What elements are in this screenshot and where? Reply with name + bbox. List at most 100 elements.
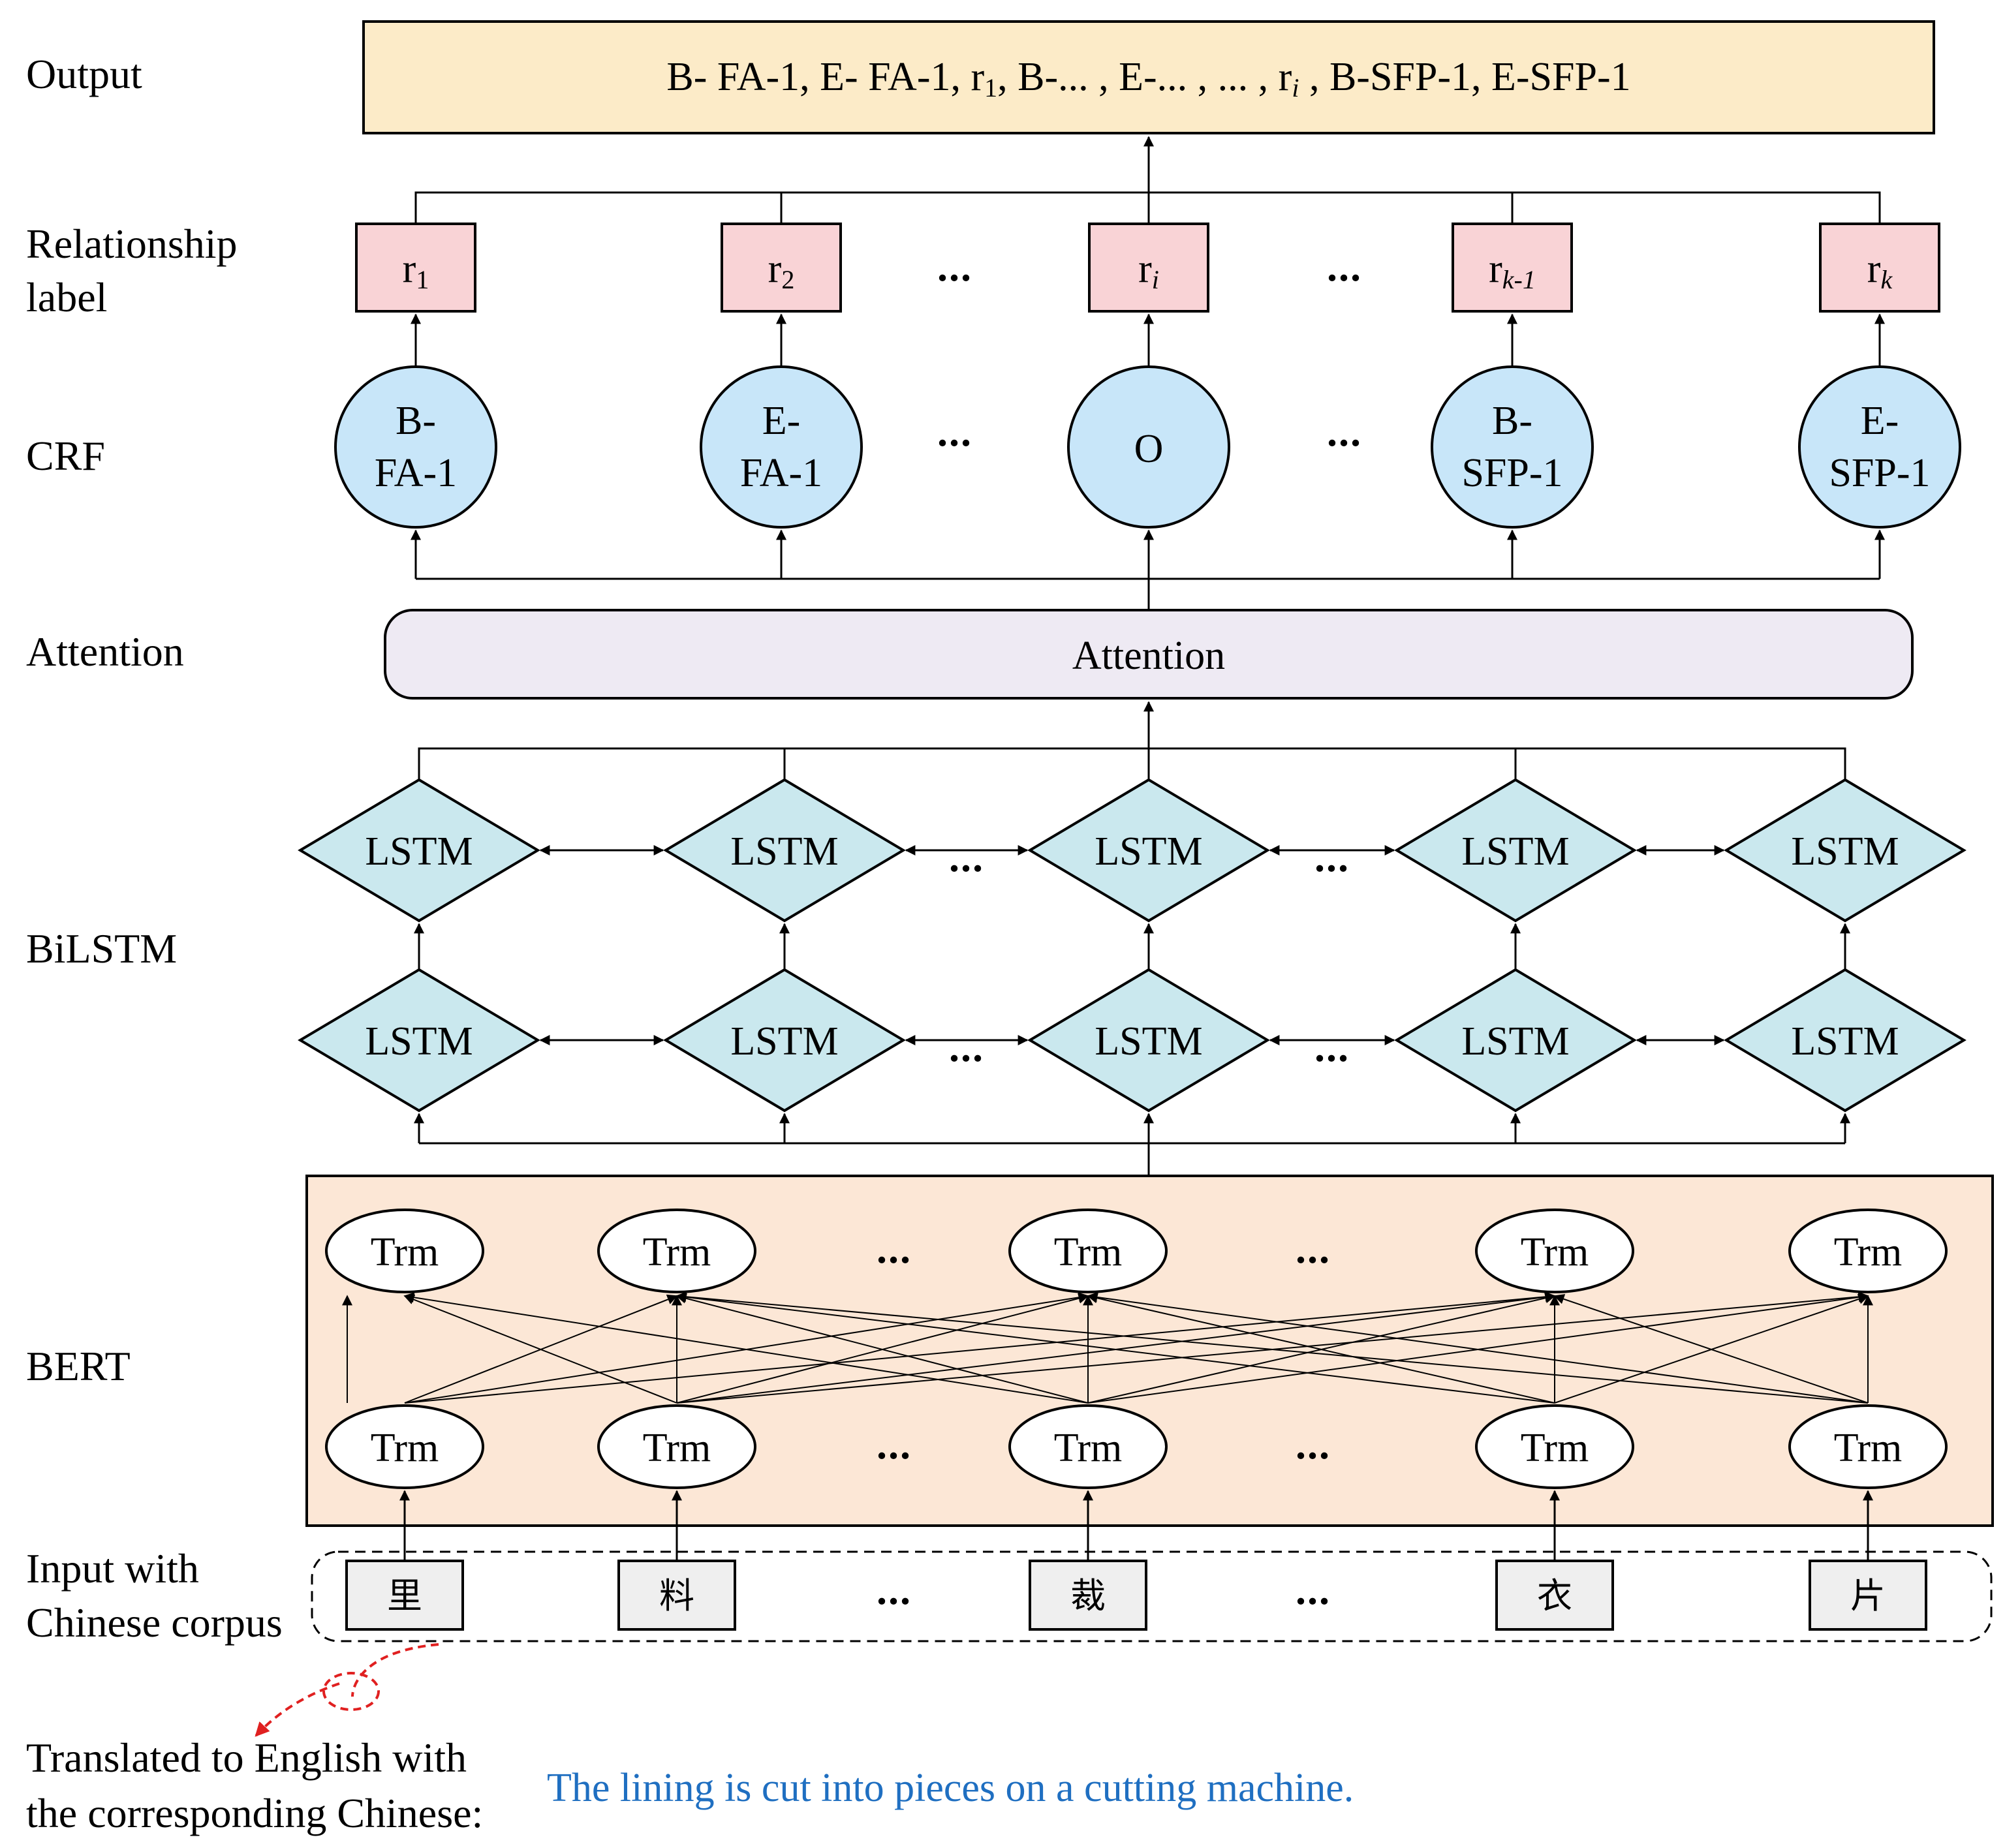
attention-label: Attention <box>1072 634 1225 678</box>
svg-text:料: 料 <box>659 1575 694 1616</box>
input-to-bert-arrows <box>399 1490 1873 1561</box>
svg-text:ri: ri <box>1138 247 1159 294</box>
output-sequence: B- FA-1, E- FA-1, r1, B-... , E-... , ..… <box>666 55 1630 102</box>
input-container <box>311 1550 1993 1642</box>
relation-label-ri: ri <box>1088 223 1209 313</box>
lstm-lower-1: LSTM <box>298 968 540 1113</box>
trm-lower-ellipsis-2: ... <box>1296 1421 1331 1468</box>
svg-text:Trm: Trm <box>371 1230 439 1274</box>
svg-text:里: 里 <box>387 1575 422 1616</box>
lstm-lower-3: LSTM <box>1027 968 1270 1113</box>
svg-text:r1: r1 <box>403 247 429 294</box>
svg-text:Trm: Trm <box>1521 1230 1589 1274</box>
layer-label-crf: CRF <box>26 433 105 479</box>
svg-text:LSTM: LSTM <box>365 1019 473 1064</box>
crf-node-e-fa-1: E- FA-1 <box>700 365 863 529</box>
layer-label-input-line2: Chinese corpus <box>26 1599 283 1646</box>
trm-upper-2: Trm <box>597 1209 756 1293</box>
svg-text:LSTM: LSTM <box>365 829 473 874</box>
translation-text: The lining is cut into pieces on a cutti… <box>547 1766 1354 1810</box>
relation-label-r2: r2 <box>721 223 842 313</box>
attention-box <box>384 609 1914 700</box>
lstm-lower-2: LSTM <box>663 968 906 1113</box>
svg-text:Trm: Trm <box>1834 1230 1903 1274</box>
lstm-lower-5: LSTM <box>1724 968 1966 1113</box>
trm-lower-3: Trm <box>1008 1404 1168 1489</box>
input-ellipsis-2: ... <box>1296 1567 1331 1613</box>
svg-text:Trm: Trm <box>1834 1426 1903 1470</box>
svg-text:LSTM: LSTM <box>1095 1019 1202 1064</box>
crf-node-o: O <box>1067 365 1230 529</box>
trm-upper-3: Trm <box>1008 1209 1168 1293</box>
input-char-2: 料 <box>617 1560 736 1631</box>
svg-text:Trm: Trm <box>1054 1230 1123 1274</box>
svg-text:FA-1: FA-1 <box>375 451 457 495</box>
lstm-lower-ellipsis-2: ... <box>1314 1024 1350 1070</box>
bert-to-bilstm-connector <box>414 1113 1850 1176</box>
svg-text:B-: B- <box>396 399 436 443</box>
lstm-upper-5: LSTM <box>1724 778 1966 923</box>
crf-node-b-sfp-1: B- SFP-1 <box>1431 365 1594 529</box>
layer-label-bilstm: BiLSTM <box>26 925 177 972</box>
svg-text:片: 片 <box>1850 1575 1886 1616</box>
lstm-upper-4: LSTM <box>1394 778 1637 923</box>
bert-transformer-connections <box>342 1291 1873 1404</box>
svg-text:LSTM: LSTM <box>1095 829 1202 874</box>
trm-upper-4: Trm <box>1475 1209 1634 1293</box>
relation-label-r1: r1 <box>355 223 476 313</box>
trm-lower-5: Trm <box>1788 1404 1948 1489</box>
svg-text:衣: 衣 <box>1537 1575 1572 1616</box>
svg-text:Trm: Trm <box>1521 1426 1589 1470</box>
svg-text:E-: E- <box>762 399 801 443</box>
layer-label-output: Output <box>26 51 142 97</box>
relation-label-rk-1: rk-1 <box>1452 223 1573 313</box>
crf-ellipsis-1: ... <box>937 408 972 455</box>
layer-label-relationship-line1: Relationship <box>26 221 238 267</box>
lstm-upper-3: LSTM <box>1027 778 1270 923</box>
translation-pointer-arrow <box>255 1643 439 1737</box>
trm-upper-5: Trm <box>1788 1209 1948 1293</box>
svg-text:B-: B- <box>1492 399 1532 443</box>
lstm-upper-ellipsis-1: ... <box>949 834 984 880</box>
crf-node-e-sfp-1: E- SFP-1 <box>1798 365 1961 529</box>
svg-text:LSTM: LSTM <box>1791 1019 1899 1064</box>
lstm-lower-ellipsis-1: ... <box>949 1024 984 1070</box>
relation-ellipsis-1: ... <box>937 243 972 290</box>
lstm-upper-2: LSTM <box>663 778 906 923</box>
svg-text:SFP-1: SFP-1 <box>1829 451 1930 495</box>
svg-text:rk-1: rk-1 <box>1489 247 1536 294</box>
crf-ellipsis-2: ... <box>1327 408 1362 455</box>
translation-label-line1: Translated to English with <box>26 1734 467 1781</box>
relation-ellipsis-2: ... <box>1327 243 1362 290</box>
input-char-4: 衣 <box>1495 1560 1614 1631</box>
trm-lower-4: Trm <box>1475 1404 1634 1489</box>
input-char-1: 里 <box>345 1560 464 1631</box>
svg-text:E-: E- <box>1861 399 1899 443</box>
lstm-upper-1: LSTM <box>298 778 540 923</box>
svg-text:FA-1: FA-1 <box>740 451 822 495</box>
input-ellipsis-1: ... <box>877 1567 912 1613</box>
svg-text:SFP-1: SFP-1 <box>1461 451 1562 495</box>
svg-text:LSTM: LSTM <box>1461 829 1569 874</box>
svg-text:LSTM: LSTM <box>730 829 838 874</box>
svg-text:LSTM: LSTM <box>730 1019 838 1064</box>
output-box <box>362 20 1935 134</box>
svg-text:rk: rk <box>1867 247 1893 294</box>
relation-label-rk: rk <box>1819 223 1940 313</box>
relation-to-output-connector <box>414 136 1881 224</box>
layer-label-attention: Attention <box>26 628 184 675</box>
svg-text:Trm: Trm <box>643 1230 711 1274</box>
svg-text:Trm: Trm <box>643 1426 711 1470</box>
translation-label-line2: the corresponding Chinese: <box>26 1790 483 1836</box>
lstm-upper-ellipsis-2: ... <box>1314 834 1350 880</box>
trm-upper-1: Trm <box>325 1209 484 1293</box>
lstm-lower-to-upper-arrows <box>414 923 1850 970</box>
attention-to-crf-connector <box>411 529 1885 610</box>
layer-label-bert: BERT <box>26 1343 131 1389</box>
trm-lower-ellipsis-1: ... <box>877 1421 912 1468</box>
svg-text:LSTM: LSTM <box>1461 1019 1569 1064</box>
layer-label-relationship-line2: label <box>26 274 107 320</box>
svg-text:Trm: Trm <box>371 1426 439 1470</box>
bilstm-to-attention-connector <box>418 701 1846 780</box>
